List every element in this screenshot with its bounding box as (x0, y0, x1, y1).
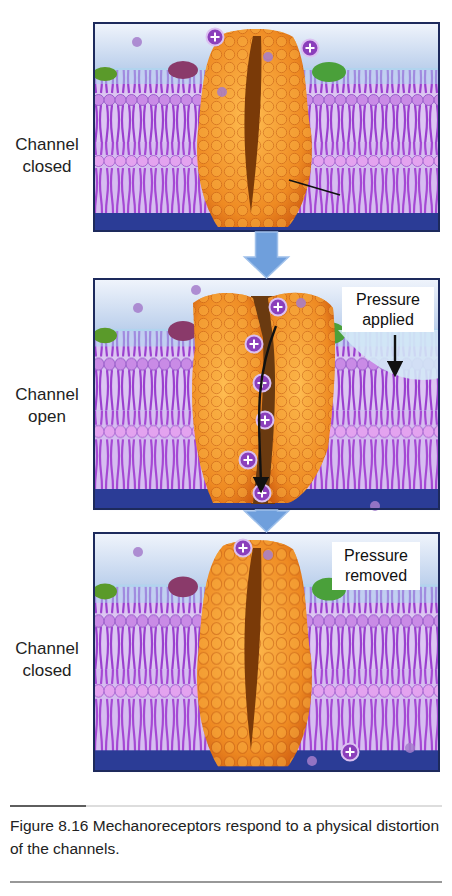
ion (132, 37, 142, 47)
open-channel-scene (93, 278, 440, 511)
ion (191, 285, 201, 295)
closed-channel (197, 540, 312, 766)
lipid-bilayer (93, 532, 440, 772)
lipid-bilayer (93, 278, 440, 510)
scene-panel: Channel closedPressure removed (93, 532, 440, 772)
closed-channel (197, 29, 312, 227)
ion (263, 52, 273, 62)
step-arrow (245, 232, 289, 278)
ion (302, 40, 319, 57)
closed-channel-scene (93, 532, 440, 772)
channel-texture (192, 293, 263, 503)
ion (235, 540, 252, 557)
caption-rule (10, 806, 442, 807)
ion (133, 303, 143, 313)
state-label: Channel closed (4, 638, 90, 682)
ion (217, 87, 227, 97)
ion (405, 743, 415, 753)
scene-panel: Channel closed (93, 22, 440, 232)
step-arrow (245, 510, 289, 532)
ion (263, 550, 273, 560)
figure-caption: Figure 8.16 Mechanoreceptors respond to … (10, 814, 440, 860)
ion (307, 756, 317, 766)
ion (246, 336, 263, 353)
caption-rule (10, 881, 442, 882)
leader-line (289, 180, 340, 195)
ion (240, 452, 257, 469)
callout-text: Pressure removed (336, 546, 416, 586)
lipid-bilayer (93, 22, 440, 232)
caption-rule (10, 805, 86, 807)
channel-texture (268, 293, 335, 503)
callout-box: Pressure removed (332, 542, 420, 590)
ion-flow-arrow (259, 326, 276, 490)
membrane-dent (338, 330, 440, 380)
ion (296, 298, 306, 308)
pressure-arrow (394, 335, 396, 374)
ion (207, 29, 224, 46)
callout-text: Pressure applied (346, 290, 430, 330)
ion (133, 547, 143, 557)
state-label: Channel open (4, 384, 90, 428)
ion (270, 299, 287, 316)
channel-half (268, 293, 335, 503)
ion (342, 744, 359, 761)
scene-panel: Channel openPressure applied (93, 278, 440, 510)
state-label: Channel closed (4, 134, 90, 178)
channel-half (192, 293, 263, 503)
closed-channel-scene (93, 22, 440, 232)
callout-box: Pressure applied (342, 287, 434, 332)
